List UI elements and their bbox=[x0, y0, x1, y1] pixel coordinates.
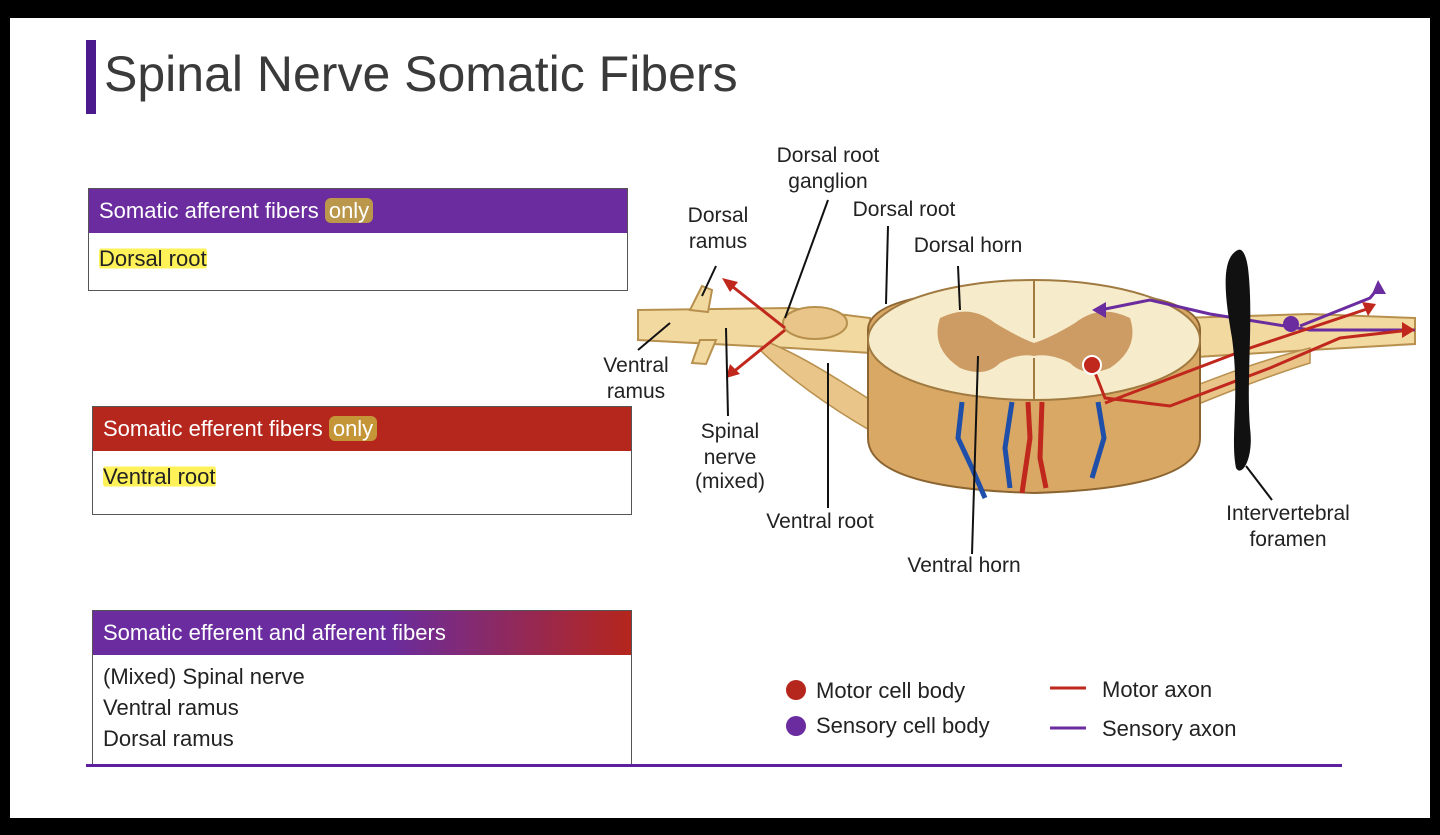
efferent-box-body: Ventral root bbox=[93, 451, 631, 502]
ventral-ramus-branch bbox=[690, 339, 718, 366]
dorsal-ramus-branch bbox=[688, 284, 714, 314]
legend-sensory-cell: Sensory cell body bbox=[816, 713, 990, 738]
right-ventral-fibers bbox=[1109, 347, 1311, 440]
sensory-axon-path bbox=[1099, 298, 1415, 332]
motor-arrow-dorsal bbox=[727, 281, 786, 330]
vessel-blue-1 bbox=[955, 401, 988, 499]
label-ventral-ramus-2: ramus bbox=[607, 380, 665, 403]
label-dorsal-root: Dorsal root bbox=[853, 198, 956, 221]
mixed-item-dorsal-ramus: Dorsal ramus bbox=[103, 726, 234, 751]
efferent-header-highlight: only bbox=[328, 416, 378, 441]
bottom-rule bbox=[86, 764, 1342, 767]
legend: Motor cell body Sensory cell body Motor … bbox=[786, 677, 1237, 741]
label-spinal-nerve-1: Spinal bbox=[701, 420, 759, 443]
label-dorsal-ramus-1: Dorsal bbox=[688, 204, 749, 227]
dorsal-root-ganglion bbox=[782, 306, 848, 340]
label-spinal-nerve-2: nerve bbox=[704, 446, 757, 469]
motor-arrow-dorsal-head bbox=[722, 278, 738, 292]
mixed-box-header: Somatic efferent and afferent fibers bbox=[93, 611, 631, 655]
leader-ventral-horn bbox=[971, 355, 979, 555]
afferent-box: Somatic afferent fibers only Dorsal root bbox=[88, 188, 628, 291]
spinal-nerve-trunk bbox=[637, 306, 874, 355]
spinal-cord-segment bbox=[867, 286, 1201, 495]
leader-drg bbox=[784, 199, 829, 319]
legend-sensory-axon: Sensory axon bbox=[1102, 716, 1237, 741]
label-dorsal-ramus-2: ramus bbox=[689, 230, 747, 253]
afferent-box-body: Dorsal root bbox=[89, 233, 627, 284]
mixed-header-text: Somatic efferent and afferent fibers bbox=[103, 620, 446, 645]
label-intervertebral-2: foramen bbox=[1249, 528, 1326, 551]
gray-matter bbox=[937, 311, 1133, 372]
legend-motor-cell: Motor cell body bbox=[816, 678, 965, 703]
vessel-red-1 bbox=[1019, 401, 1033, 494]
efferent-box: Somatic efferent fibers only Ventral roo… bbox=[92, 406, 632, 515]
legend-motor-axon: Motor axon bbox=[1102, 677, 1212, 702]
mixed-box-body: (Mixed) Spinal nerve Ventral ramus Dorsa… bbox=[93, 655, 631, 764]
right-spinal-nerve bbox=[1179, 312, 1416, 360]
leader-spinal-nerve bbox=[725, 327, 729, 417]
vessel-blue-3 bbox=[1089, 401, 1107, 479]
afferent-box-header: Somatic afferent fibers only bbox=[89, 189, 627, 233]
label-drg-1: Dorsal root bbox=[777, 144, 880, 167]
sensory-axon-periph bbox=[1299, 285, 1382, 328]
sensory-axon-arrowhead bbox=[1092, 302, 1106, 318]
sensory-cell-body-marker bbox=[1283, 316, 1299, 332]
label-drg-2: ganglion bbox=[788, 170, 867, 193]
label-spinal-nerve-3: (mixed) bbox=[695, 470, 765, 493]
mixed-item-ventral-ramus: Ventral ramus bbox=[103, 695, 239, 720]
motor-axon-branch bbox=[1104, 306, 1371, 405]
leader-dorsal-root bbox=[885, 225, 889, 305]
legend-sensory-cell-icon bbox=[786, 716, 806, 736]
motor-axon-arrowhead-2 bbox=[1362, 302, 1376, 316]
motor-axon-path bbox=[1090, 328, 1411, 408]
label-dorsal-horn: Dorsal horn bbox=[914, 234, 1023, 257]
title-accent-bar bbox=[86, 40, 96, 114]
slide: Spinal Nerve Somatic Fibers Somatic affe… bbox=[10, 18, 1430, 818]
mixed-box: Somatic efferent and afferent fibers (Mi… bbox=[92, 610, 632, 766]
label-intervertebral-1: Intervertebral bbox=[1226, 502, 1350, 525]
label-ventral-horn: Ventral horn bbox=[907, 554, 1020, 577]
afferent-header-text: Somatic afferent fibers bbox=[99, 198, 319, 223]
legend-motor-cell-icon bbox=[786, 680, 806, 700]
ventral-root-fibers bbox=[758, 342, 971, 480]
efferent-header-text: Somatic efferent fibers bbox=[103, 416, 323, 441]
leader-dorsal-ramus bbox=[701, 265, 717, 297]
spinal-cord-cross-section bbox=[867, 279, 1201, 401]
motor-arrow-ventral-head bbox=[726, 364, 740, 378]
leader-dorsal-horn bbox=[957, 265, 961, 311]
motor-cell-body-marker bbox=[1082, 355, 1102, 375]
leader-ventral-ramus bbox=[637, 322, 671, 351]
leader-foramen bbox=[1245, 465, 1273, 501]
label-ventral-ramus-1: Ventral bbox=[603, 354, 668, 377]
slide-title: Spinal Nerve Somatic Fibers bbox=[104, 46, 738, 102]
motor-axon-arrowhead bbox=[1402, 322, 1415, 338]
mixed-item-spinal-nerve: (Mixed) Spinal nerve bbox=[103, 664, 305, 689]
afferent-header-highlight: only bbox=[324, 198, 374, 223]
motor-arrow-ventral bbox=[731, 328, 786, 375]
foramen-marker-stroke bbox=[1225, 249, 1251, 471]
vessel-blue-2 bbox=[1002, 401, 1015, 489]
vessel-red-2 bbox=[1037, 401, 1049, 489]
efferent-item: Ventral root bbox=[103, 464, 216, 489]
label-ventral-root: Ventral root bbox=[766, 510, 874, 533]
sensory-axon-arrowhead-2 bbox=[1372, 280, 1386, 294]
efferent-box-header: Somatic efferent fibers only bbox=[93, 407, 631, 451]
afferent-item: Dorsal root bbox=[99, 246, 207, 271]
